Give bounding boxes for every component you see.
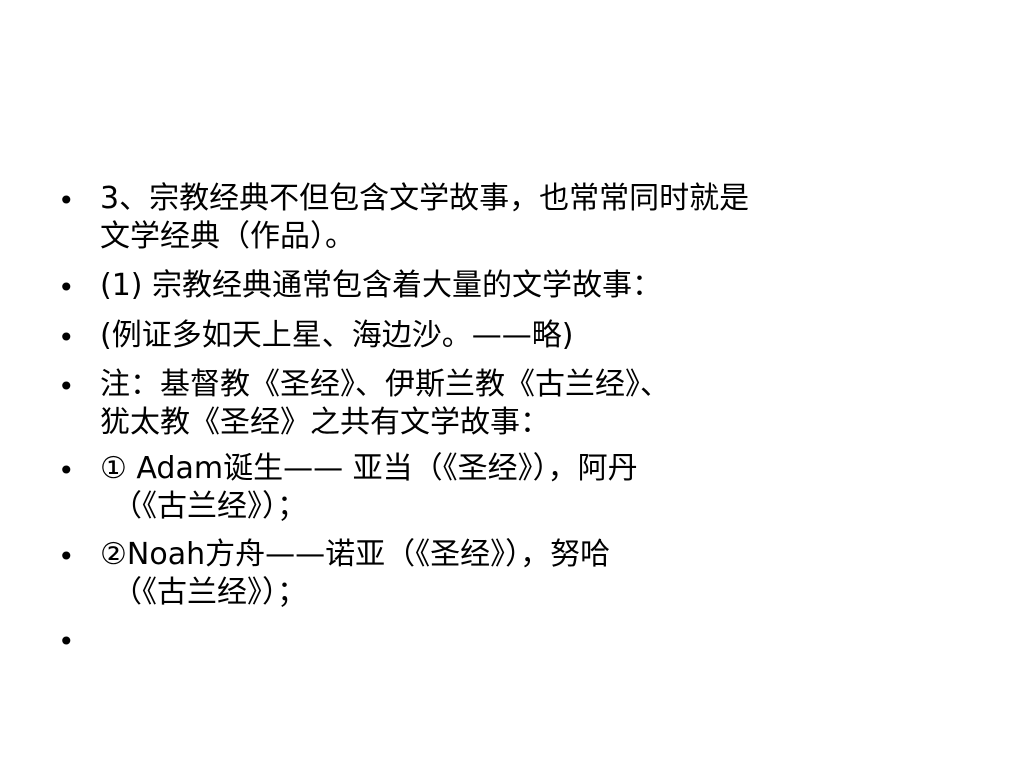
item-4-line-1: 注：基督教《圣经》、伊斯兰教《古兰经》、 xyxy=(100,367,670,402)
bullet-point: • xyxy=(58,370,75,403)
bullet-point: • xyxy=(58,184,75,217)
item-1-line-1: 3、宗教经典不但包含文学故事，也常常同时就是 xyxy=(100,181,750,216)
item-5-line-2: （《古兰经》）； xyxy=(112,489,307,524)
bullet-point: • xyxy=(58,454,75,487)
bullet-point: • xyxy=(58,321,75,354)
item-5-line-1: ① Adam诞生—— 亚当（《圣经》），阿丹 xyxy=(100,451,638,486)
item-2-line-1: (1) 宗教经典通常包含着大量的文学故事： xyxy=(100,268,663,303)
bullet-point: • xyxy=(58,271,75,304)
item-6-line-1: ②Noah方舟——诺亚（《圣经》），努哈 xyxy=(100,537,611,572)
item-6-line-2: （《古兰经》）； xyxy=(112,575,307,610)
item-4-line-2: 犹太教《圣经》之共有文学故事： xyxy=(100,405,550,440)
bullet-point: • xyxy=(58,540,75,573)
bullet-point: • xyxy=(58,625,75,658)
item-3-line-1: (例证多如天上星、海边沙。——略) xyxy=(100,318,574,353)
item-1-line-2: 文学经典（作品）。 xyxy=(100,219,355,254)
